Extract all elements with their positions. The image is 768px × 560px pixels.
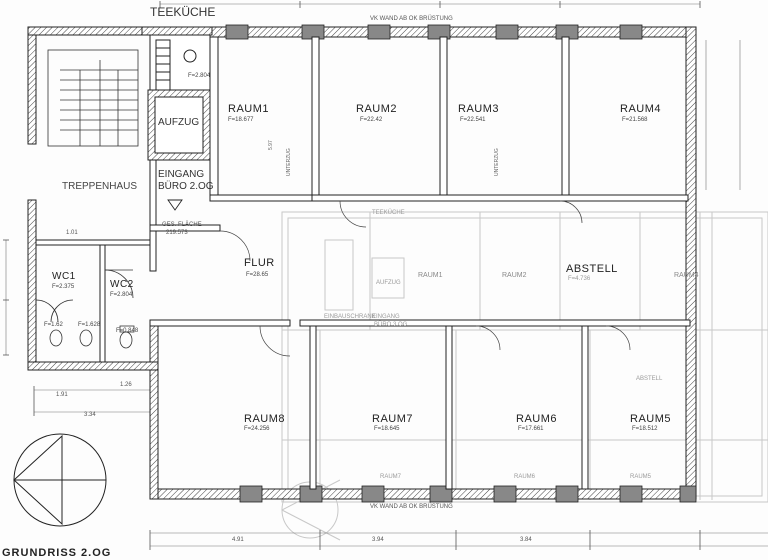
raum2-area: F=22.42 [360, 117, 383, 123]
abstell-label: ABSTELL [566, 263, 618, 275]
ghost-abstell: ABSTELL [636, 376, 663, 382]
ges-flaeche-value: 219.573 [166, 230, 188, 236]
wc2-area: F=2.804 [110, 292, 133, 298]
ghost-teekuche: TEEKÜCHE [372, 210, 405, 216]
wc-small-c: F=0.848 [116, 328, 139, 334]
buero-label: BÜRO 2.OG [158, 181, 214, 192]
ghost-einbauschrank: EINBAUSCHRANK [324, 314, 376, 320]
raum3-label: RAUM3 [458, 103, 500, 115]
dim-4-91: 4.91 [232, 537, 244, 543]
dim-1-26: 1.26 [120, 382, 132, 388]
plan-title: GRUNDRISS 2.OG [2, 547, 112, 559]
abstell-area: F=4.736 [568, 276, 591, 282]
window-piers [225, 24, 697, 503]
entrance-marker [167, 199, 183, 211]
raum6-area: F=17.661 [518, 426, 544, 432]
ghost-aufzug: AUFZUG [376, 280, 401, 286]
raum4-area: F=21.568 [622, 117, 648, 123]
north-arrow [13, 433, 107, 527]
bottom-wall-note: VK WAND AB OK BRÜSTUNG [370, 504, 453, 510]
exterior-walls [27, 26, 697, 500]
raum7-label: RAUM7 [372, 413, 414, 425]
dim-3-94: 3.94 [372, 537, 384, 543]
ghost-buero: BÜRO 3.OG [374, 322, 408, 328]
ghost-raum7: RAUM7 [380, 474, 402, 480]
flur-label: FLUR [244, 257, 275, 269]
flur-area: F=28.65 [246, 272, 269, 278]
unterzug-note-1: UNTERZUG [286, 148, 292, 176]
wc-small-a: F=1.62 [44, 322, 63, 328]
dimension-ticks [3, 1, 701, 550]
door-swings [219, 200, 631, 357]
raum4-label: RAUM4 [620, 103, 662, 115]
raum6-label: RAUM6 [516, 413, 558, 425]
teekuche-label: TEEKÜCHE [150, 5, 216, 19]
ges-flaeche-label: GES. FLÄCHE [162, 222, 202, 228]
wc-fixtures [35, 269, 135, 349]
dim-1-01: 1.01 [66, 230, 78, 236]
dim-3-34: 3.34 [84, 412, 96, 418]
ghost-eingang: EINGANG [372, 314, 400, 320]
dim-3-84: 3.84 [520, 537, 532, 543]
ghost-raum4: RAUM4 [674, 272, 699, 279]
raum1-area: F=18.677 [228, 117, 254, 123]
ghost-raum2: RAUM2 [502, 272, 527, 279]
dim-5-97: 5.97 [268, 140, 274, 150]
eingang-label: EINGANG [158, 169, 205, 180]
treppenhaus-label: TREPPENHAUS [62, 181, 138, 192]
wc-small-b: F=1.628 [78, 322, 101, 328]
raum3-area: F=22.541 [460, 117, 486, 123]
raum1-label: RAUM1 [228, 103, 270, 115]
unterzug-note-2: UNTERZUG [494, 148, 500, 176]
aufzug-label: AUFZUG [158, 117, 200, 128]
top-wall-note: VK WAND AB OK BRÜSTUNG [370, 16, 453, 22]
wc2-label: WC2 [110, 279, 134, 290]
raum7-area: F=18.645 [374, 426, 400, 432]
wc1-area: F=2.375 [52, 284, 75, 290]
dimension-lines [5, 3, 768, 547]
dim-1-91: 1.91 [56, 392, 68, 398]
raum5-label: RAUM5 [630, 413, 672, 425]
elevator-shaft [147, 34, 211, 161]
raum5-area: F=18.512 [632, 426, 658, 432]
ghost-raum5: RAUM5 [630, 474, 652, 480]
raum8-area: F=24.256 [244, 426, 270, 432]
raum2-label: RAUM2 [356, 103, 398, 115]
ghost-raum1: RAUM1 [418, 272, 443, 279]
ghost-raum6: RAUM6 [514, 474, 536, 480]
teekuche-area: F=2.804 [188, 73, 211, 79]
stairs [47, 49, 139, 147]
wc1-label: WC1 [52, 271, 76, 282]
raum8-label: RAUM8 [244, 413, 286, 425]
